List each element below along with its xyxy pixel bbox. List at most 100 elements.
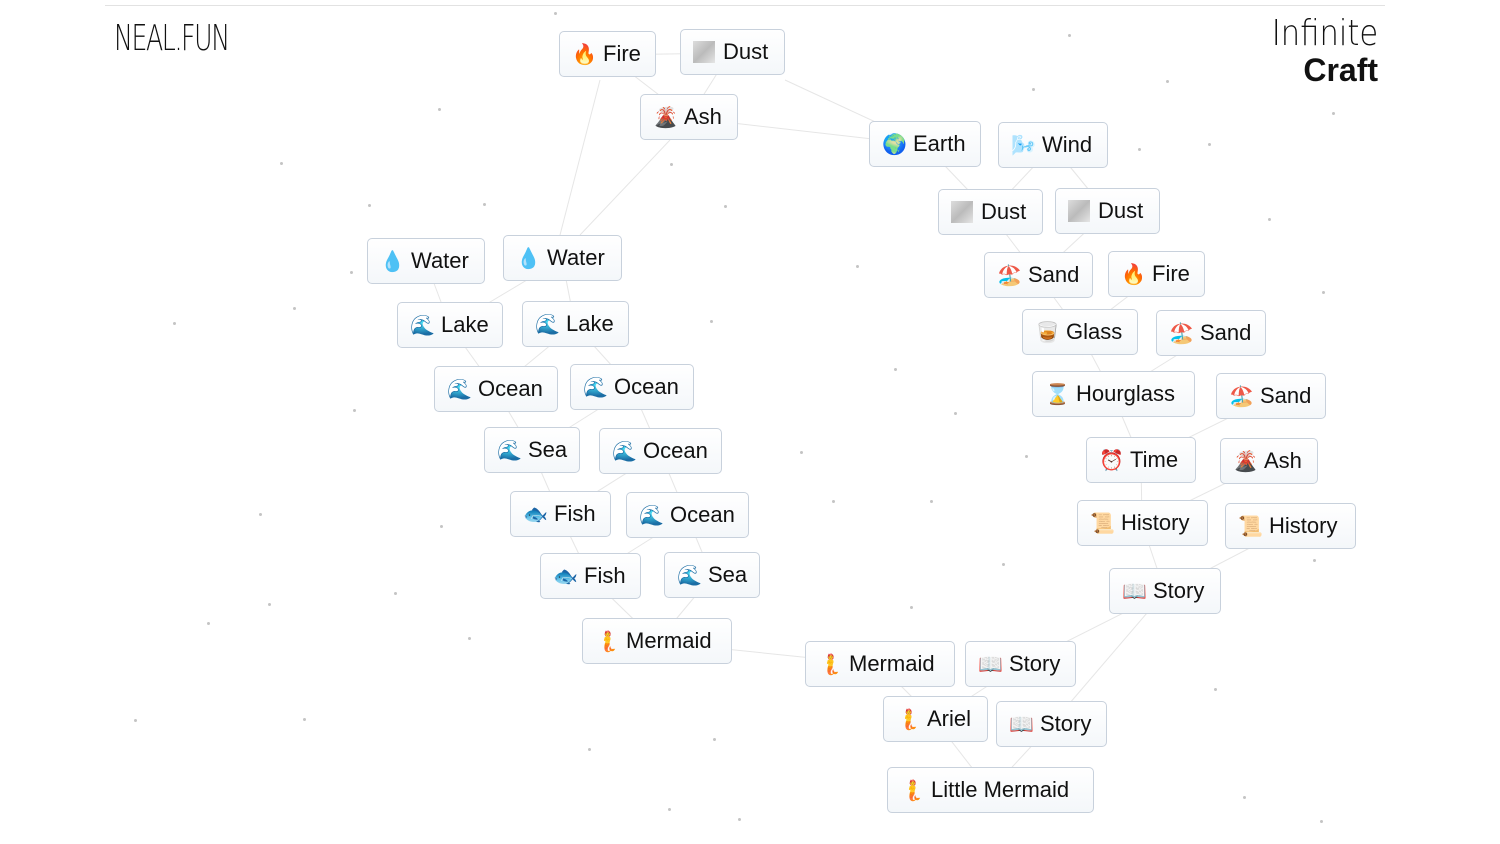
item-label: Sea [528,437,568,462]
item-little-mermaid[interactable]: 🧜 Little Mermaid [887,767,1094,813]
item-dust[interactable]: Dust [1055,188,1160,234]
item-lake[interactable]: 🌊Lake [522,301,629,347]
item-label: Ash [1264,448,1302,473]
fish-icon: 🐟 [523,503,548,526]
item-mermaid[interactable]: 🧜Mermaid [805,641,955,687]
item-ariel[interactable]: 🧜 Ariel [883,696,988,742]
item-label: Little Mermaid [931,777,1070,802]
mermaid-icon: 🧜 [900,779,925,802]
item-water[interactable]: 💧 Water [503,235,622,281]
item-label: Dust [1098,198,1144,223]
item-hourglass[interactable]: ⌛ Hourglass [1032,371,1195,417]
neal-fun-logo[interactable]: NEAL.FUN [114,18,230,59]
item-glass[interactable]: 🥃Glass [1022,309,1138,355]
item-history[interactable]: 📜 History [1077,500,1208,546]
item-story[interactable]: 📖Story [1109,568,1221,614]
item-label: Fire [603,41,641,66]
fish-icon: 🐟 [553,565,578,588]
item-label: Fish [584,563,626,588]
item-water[interactable]: 💧Water [367,238,485,284]
item-ocean[interactable]: 🌊 Ocean [570,364,694,410]
droplet-icon: 💧 [516,247,541,270]
item-label: Ocean [643,438,708,463]
item-label: Earth [913,131,966,156]
item-sand[interactable]: 🏖️Sand [1156,310,1266,356]
item-label: Ash [684,104,722,129]
wave-icon: 🌊 [583,376,608,399]
item-label: Ocean [478,376,543,401]
mermaid-icon: 🧜 [595,630,620,653]
dust-icon [1068,200,1090,222]
item-ash[interactable]: 🌋Ash [640,94,738,140]
beach-icon: 🏖️ [1229,385,1254,408]
wave-icon: 🌊 [639,504,664,527]
item-fire[interactable]: 🔥 Fire [1108,251,1205,297]
item-history[interactable]: 📜History [1225,503,1356,549]
dust-icon [693,41,715,63]
mermaid-icon: 🧜 [896,708,921,731]
wave-icon: 🌊 [497,439,522,462]
item-label: Ariel [927,706,972,731]
item-ocean[interactable]: 🌊 Ocean [599,428,722,474]
scroll-icon: 📜 [1238,515,1263,538]
item-label: Glass [1066,319,1123,344]
item-label: Story [1040,711,1092,736]
item-label: Hourglass [1076,381,1176,406]
item-sea[interactable]: 🌊 Sea [484,427,580,473]
item-lake[interactable]: 🌊Lake [397,302,503,348]
item-mermaid[interactable]: 🧜 Mermaid [582,618,732,664]
item-time[interactable]: ⏰ Time [1086,437,1196,483]
item-label: Sand [1260,383,1312,408]
alarm-clock-icon: ⏰ [1099,449,1124,472]
item-label: Mermaid [849,651,935,676]
item-story[interactable]: 📖 Story [965,641,1076,687]
item-fire[interactable]: 🔥 Fire [559,31,656,77]
item-fish[interactable]: 🐟 Fish [510,491,611,537]
item-label: Lake [566,311,614,336]
item-wind[interactable]: 🌬️ Wind [998,122,1108,168]
fire-icon: 🔥 [572,43,597,66]
wave-icon: 🌊 [447,378,472,401]
item-label: Mermaid [626,628,712,653]
item-label: Fire [1152,261,1190,286]
item-label: Lake [441,312,489,337]
item-label: Dust [981,199,1027,224]
item-dust[interactable]: Dust [938,189,1043,235]
item-dust[interactable]: Dust [680,29,785,75]
item-story[interactable]: 📖 Story [996,701,1107,747]
item-sand[interactable]: 🏖️Sand [984,252,1093,298]
item-label: Wind [1042,132,1093,157]
item-label: Fish [554,501,596,526]
wind-icon: 🌬️ [1011,134,1036,157]
item-label: Sea [708,562,748,587]
fire-icon: 🔥 [1121,263,1146,286]
beach-icon: 🏖️ [1169,322,1194,345]
item-earth[interactable]: 🌍Earth [869,121,981,167]
wave-icon: 🌊 [612,440,637,463]
hourglass-icon: ⌛ [1045,383,1070,406]
item-label: Story [1009,651,1061,676]
top-divider [105,5,1385,6]
book-icon: 📖 [1009,713,1034,736]
item-label: Dust [723,39,769,64]
item-label: Time [1130,447,1179,472]
scroll-icon: 📜 [1090,512,1115,535]
item-label: Ocean [614,374,679,399]
book-icon: 📖 [978,653,1003,676]
dust-icon [951,201,973,223]
item-ash[interactable]: 🌋Ash [1220,438,1318,484]
item-label: Sand [1028,262,1080,287]
item-ocean[interactable]: 🌊Ocean [626,492,749,538]
item-sea[interactable]: 🌊 Sea [664,552,760,598]
item-ocean[interactable]: 🌊 Ocean [434,366,558,412]
title-line1: Infinite [1271,13,1378,54]
item-sand[interactable]: 🏖️ Sand [1216,373,1326,419]
title-line2: Craft [1303,52,1378,88]
item-label: History [1121,510,1190,535]
infinite-craft-title: Infinite Craft [1253,13,1378,88]
item-fish[interactable]: 🐟 Fish [540,553,641,599]
wave-icon: 🌊 [677,564,702,587]
item-label: Story [1153,578,1205,603]
item-label: Water [547,245,605,270]
